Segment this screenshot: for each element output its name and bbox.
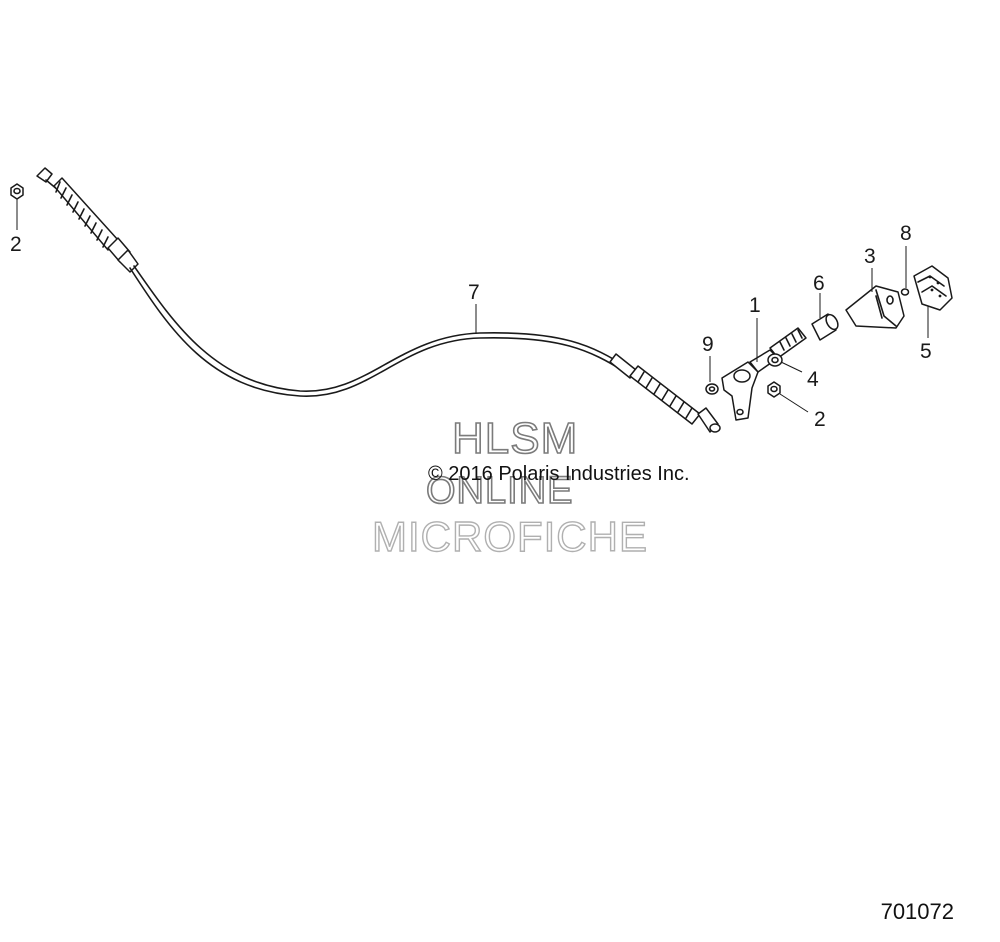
watermark-hlsm: HLSM <box>451 413 579 464</box>
shift-lever-part <box>721 327 807 421</box>
callout-4: 4 <box>807 368 819 391</box>
callout-3: 3 <box>864 245 876 268</box>
cable-left-end <box>36 167 139 273</box>
callout-9: 9 <box>702 333 714 356</box>
control-cable-part <box>129 265 629 397</box>
copyright-notice: © 2016 Polaris Industries Inc. <box>428 463 690 485</box>
leader-4 <box>780 361 803 373</box>
nut-left-part <box>10 183 24 200</box>
callout-1: 1 <box>749 294 761 317</box>
callout-8: 8 <box>900 222 912 245</box>
cable-right-end <box>609 353 721 433</box>
bushing-part <box>767 353 783 367</box>
drawing-number: 701072 <box>880 899 954 924</box>
shift-knob-part <box>913 265 953 311</box>
watermark-microfiche: MICROFICHE <box>371 512 648 560</box>
nut-right-part <box>767 381 781 398</box>
sleeve-part <box>811 313 839 341</box>
callout-5: 5 <box>920 340 932 363</box>
callout-6: 6 <box>813 272 825 295</box>
shift-boot-part <box>845 285 905 329</box>
watermark-online: ONLINE <box>425 469 574 513</box>
callout-2-left: 2 <box>10 233 22 256</box>
screw-part <box>900 288 910 296</box>
callout-7: 7 <box>468 281 480 304</box>
leader-2-right <box>779 393 809 413</box>
washer-part <box>705 383 719 395</box>
callout-2-right: 2 <box>814 408 826 431</box>
